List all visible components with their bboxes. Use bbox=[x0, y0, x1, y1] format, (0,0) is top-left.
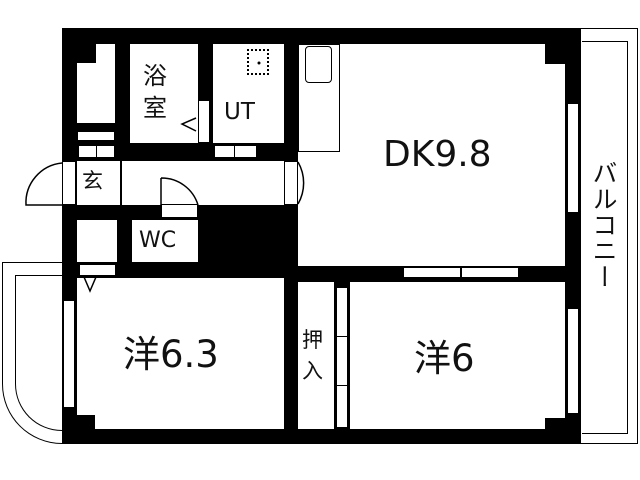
dining-kitchen bbox=[298, 44, 565, 266]
toilet bbox=[132, 220, 198, 262]
western-room-right-label: 洋6 bbox=[414, 337, 475, 380]
western-left-door-swing bbox=[234, 206, 279, 257]
dk-sliding-door-1[interactable] bbox=[403, 267, 461, 278]
hall-to-dk-door-frame[interactable] bbox=[284, 161, 298, 205]
dk-sliding-door-2[interactable] bbox=[461, 267, 519, 278]
closet-label-line1: 押 bbox=[302, 328, 323, 352]
toilet-door-opening[interactable] bbox=[161, 204, 198, 218]
dk-window[interactable] bbox=[567, 103, 579, 213]
entrance-door-frame[interactable] bbox=[62, 161, 76, 205]
bathroom-label-line2: 室 bbox=[143, 94, 167, 122]
western-right-window[interactable] bbox=[567, 308, 579, 414]
bath-door-panel[interactable] bbox=[198, 100, 210, 143]
storage-notch bbox=[77, 44, 96, 63]
utility-label: UT bbox=[224, 99, 255, 125]
western-left-window[interactable] bbox=[63, 300, 75, 408]
hallway bbox=[122, 161, 285, 205]
dk-door-swing bbox=[297, 161, 305, 205]
small-storage bbox=[77, 220, 117, 262]
closet bbox=[298, 282, 334, 429]
western-room-left-label: 洋6.3 bbox=[123, 333, 219, 376]
balcony-inner-rail bbox=[582, 41, 628, 434]
bath-opening-2 bbox=[96, 145, 115, 158]
western-room-left bbox=[77, 278, 284, 429]
bathroom-label-line1: 浴 bbox=[143, 62, 167, 90]
dining-kitchen-label: DK9.8 bbox=[383, 134, 492, 175]
toilet-label: WC bbox=[139, 228, 177, 253]
entrance-label: 玄 bbox=[82, 169, 103, 193]
small-storage-door[interactable] bbox=[79, 264, 116, 276]
toilet-door-swing bbox=[160, 177, 199, 206]
dk-pillar bbox=[545, 44, 565, 64]
western-right-pillar bbox=[545, 418, 565, 429]
balcony-label: バルコニー bbox=[589, 160, 618, 290]
ventilation-fan-icon bbox=[247, 49, 269, 75]
entrance-door-swing bbox=[25, 162, 63, 206]
sink-icon bbox=[305, 46, 332, 83]
storage-shelf bbox=[77, 131, 115, 141]
fan-center-dot bbox=[257, 61, 261, 65]
western-left-pillar bbox=[77, 415, 95, 429]
ut-opening-2 bbox=[234, 145, 257, 158]
closet-label-line2: 入 bbox=[302, 359, 323, 383]
western-room-right bbox=[350, 282, 565, 429]
storage-door-marker-icon bbox=[83, 276, 97, 293]
bath-door-marker-icon bbox=[180, 117, 197, 132]
closet-door-3[interactable] bbox=[336, 385, 348, 428]
entrance bbox=[77, 161, 120, 205]
